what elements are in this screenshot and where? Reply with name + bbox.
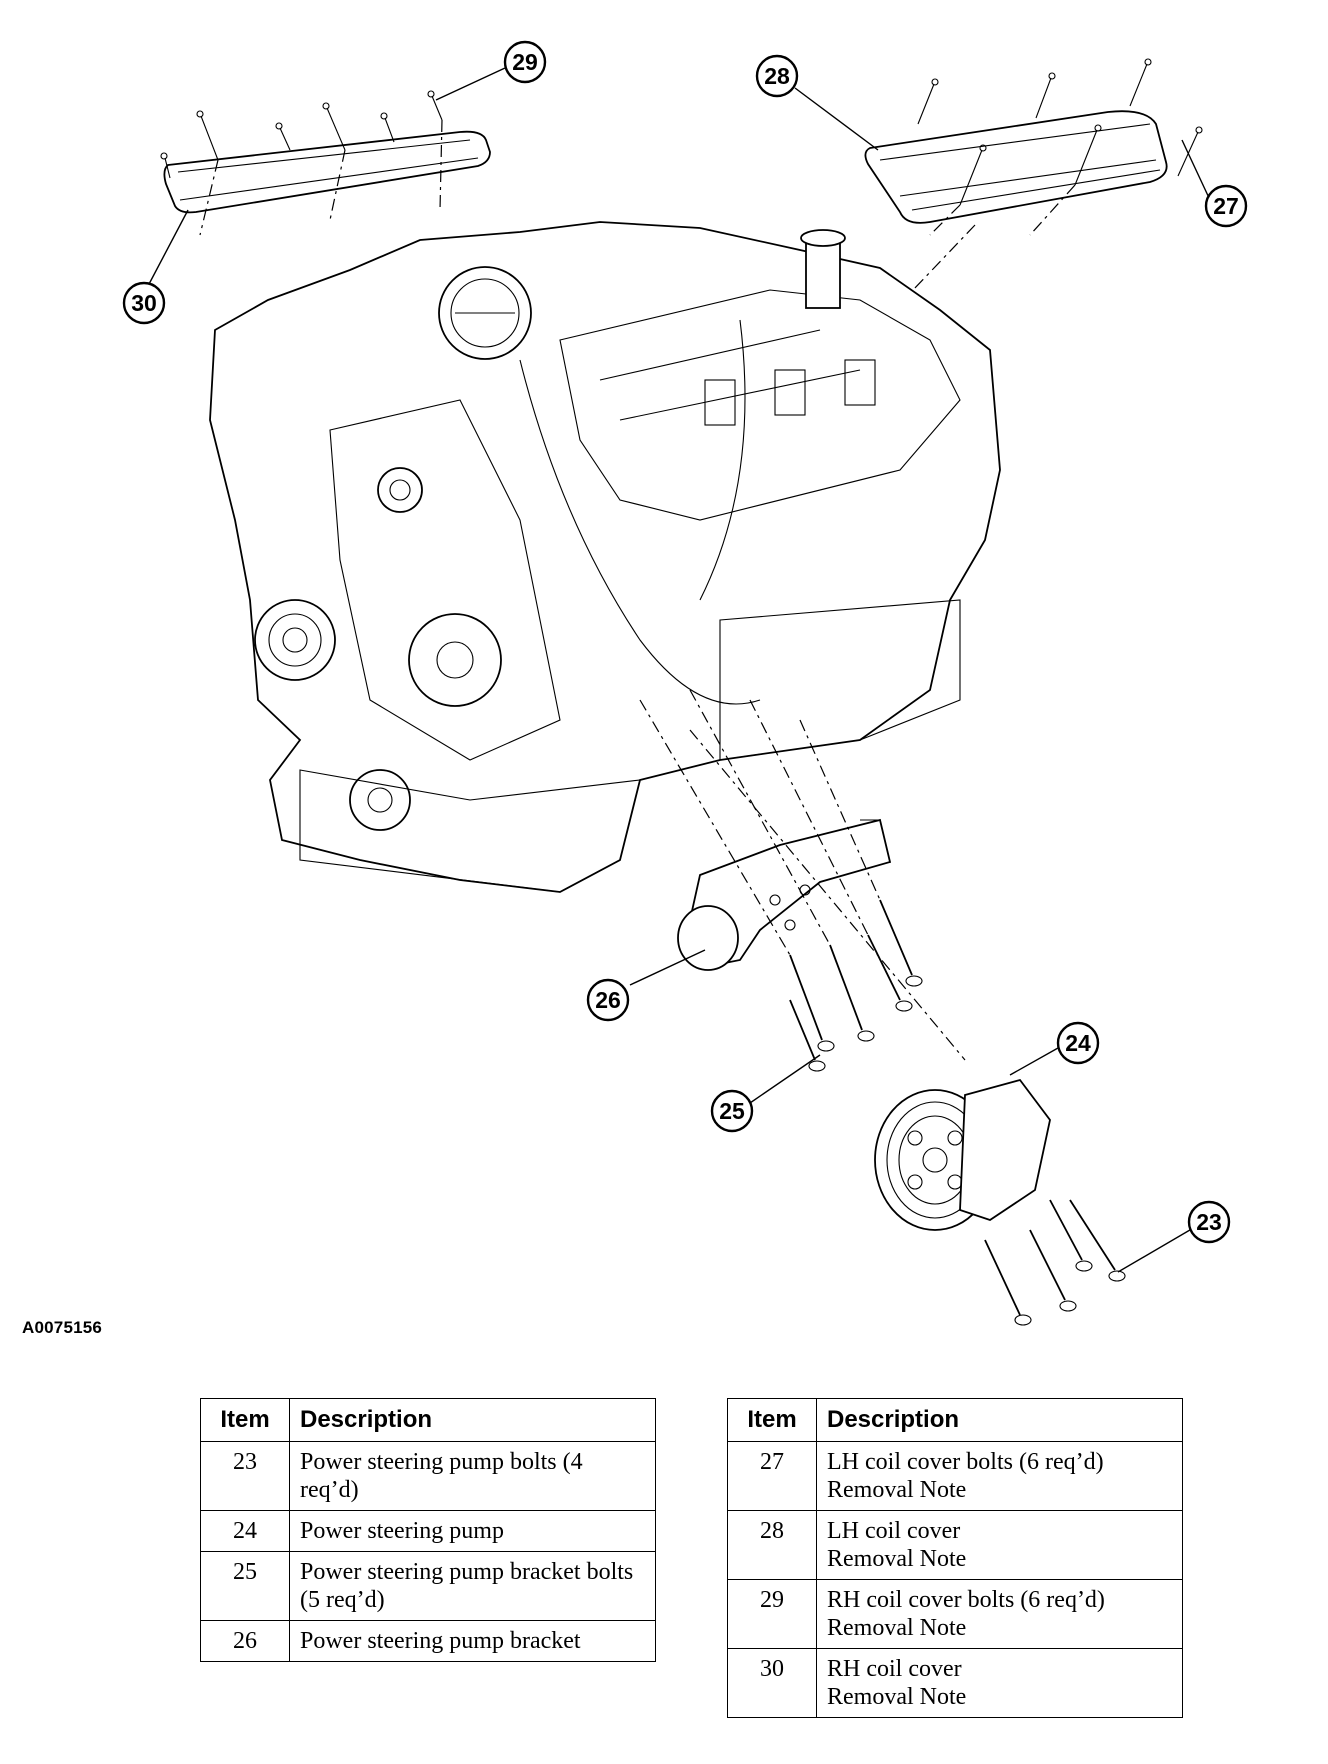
- svg-text:26: 26: [595, 987, 621, 1013]
- callout-27: 27: [1204, 184, 1248, 228]
- row-item: 24: [200, 1510, 290, 1552]
- row-item: 29: [727, 1579, 817, 1649]
- row-item: 27: [727, 1441, 817, 1511]
- header-item: Item: [727, 1398, 817, 1442]
- callout-23: 23: [1187, 1200, 1231, 1244]
- legend-row: 24 Power steering pump: [200, 1510, 656, 1552]
- row-description-text: LH coil cover: [827, 1518, 961, 1544]
- row-item: 23: [200, 1441, 290, 1511]
- row-description: Power steering pump: [289, 1510, 656, 1552]
- row-item: 25: [200, 1551, 290, 1621]
- lh-coil-cover-bolts: [769, 58, 1203, 441]
- removal-note-link[interactable]: Removal Note: [827, 1477, 967, 1503]
- svg-text:24: 24: [1065, 1030, 1091, 1056]
- row-description: Power steering pump bolts (4 req’d): [289, 1441, 656, 1511]
- row-description: RH coil cover Removal Note: [816, 1648, 1183, 1718]
- row-description: Power steering pump bracket: [289, 1620, 656, 1662]
- svg-text:29: 29: [512, 49, 538, 75]
- row-description-text: LH coil cover bolts (6 req’d): [827, 1449, 1104, 1475]
- bracket-bolts: [639, 689, 966, 1072]
- svg-text:25: 25: [719, 1098, 745, 1124]
- row-description: Power steering pump bracket bolts (5 req…: [289, 1551, 656, 1621]
- exploded-engine-diagram: 29 28 27 30 26 25 24 23: [122, 40, 1248, 1326]
- removal-note-link[interactable]: Removal Note: [827, 1615, 967, 1641]
- header-description: Description: [289, 1398, 656, 1442]
- callout-30: 30: [122, 281, 166, 325]
- row-description: LH coil cover bolts (6 req’d) Removal No…: [816, 1441, 1183, 1511]
- legend-row: 28 LH coil cover Removal Note: [727, 1510, 1183, 1580]
- removal-note-link[interactable]: Removal Note: [827, 1684, 967, 1710]
- callout-26: 26: [586, 978, 630, 1022]
- legend-header-row: Item Description: [727, 1398, 1183, 1442]
- svg-text:28: 28: [764, 63, 790, 89]
- legend-row: 30 RH coil cover Removal Note: [727, 1648, 1183, 1718]
- svg-text:30: 30: [131, 290, 157, 316]
- callout-24: 24: [1056, 1021, 1100, 1065]
- row-item: 26: [200, 1620, 290, 1662]
- legend-row: 25 Power steering pump bracket bolts (5 …: [200, 1551, 656, 1621]
- legend-table-right: Item Description 27 LH coil cover bolts …: [727, 1398, 1183, 1718]
- figure-id: A0075156: [22, 1318, 103, 1337]
- legend-row: 26 Power steering pump bracket: [200, 1620, 656, 1662]
- row-description: RH coil cover bolts (6 req’d) Removal No…: [816, 1579, 1183, 1649]
- callout-29: 29: [503, 40, 547, 84]
- legend-row: 29 RH coil cover bolts (6 req’d) Removal…: [727, 1579, 1183, 1649]
- svg-text:27: 27: [1213, 193, 1239, 219]
- removal-note-link[interactable]: Removal Note: [827, 1546, 967, 1572]
- legend-row: 27 LH coil cover bolts (6 req’d) Removal…: [727, 1441, 1183, 1511]
- pump-bolts: [984, 1199, 1126, 1326]
- power-steering-pump-bracket: [677, 818, 892, 971]
- rh-coil-cover-bolts: [160, 90, 443, 236]
- row-item: 30: [727, 1648, 817, 1718]
- lh-coil-cover: [864, 110, 1168, 224]
- row-item: 28: [727, 1510, 817, 1580]
- power-steering-pump: [874, 1078, 1051, 1231]
- header-description: Description: [816, 1398, 1183, 1442]
- rh-coil-cover: [163, 130, 491, 214]
- header-item: Item: [200, 1398, 290, 1442]
- legend-table-left: Item Description 23 Power steering pump …: [200, 1398, 656, 1662]
- row-description: LH coil cover Removal Note: [816, 1510, 1183, 1580]
- engine-assembly: [209, 221, 1001, 893]
- legend-header-row: Item Description: [200, 1398, 656, 1442]
- row-description-text: RH coil cover bolts (6 req’d): [827, 1587, 1105, 1613]
- legend-row: 23 Power steering pump bolts (4 req’d): [200, 1441, 656, 1511]
- callout-25: 25: [710, 1089, 754, 1133]
- row-description-text: RH coil cover: [827, 1656, 962, 1682]
- svg-text:23: 23: [1196, 1209, 1222, 1235]
- callout-28: 28: [755, 54, 799, 98]
